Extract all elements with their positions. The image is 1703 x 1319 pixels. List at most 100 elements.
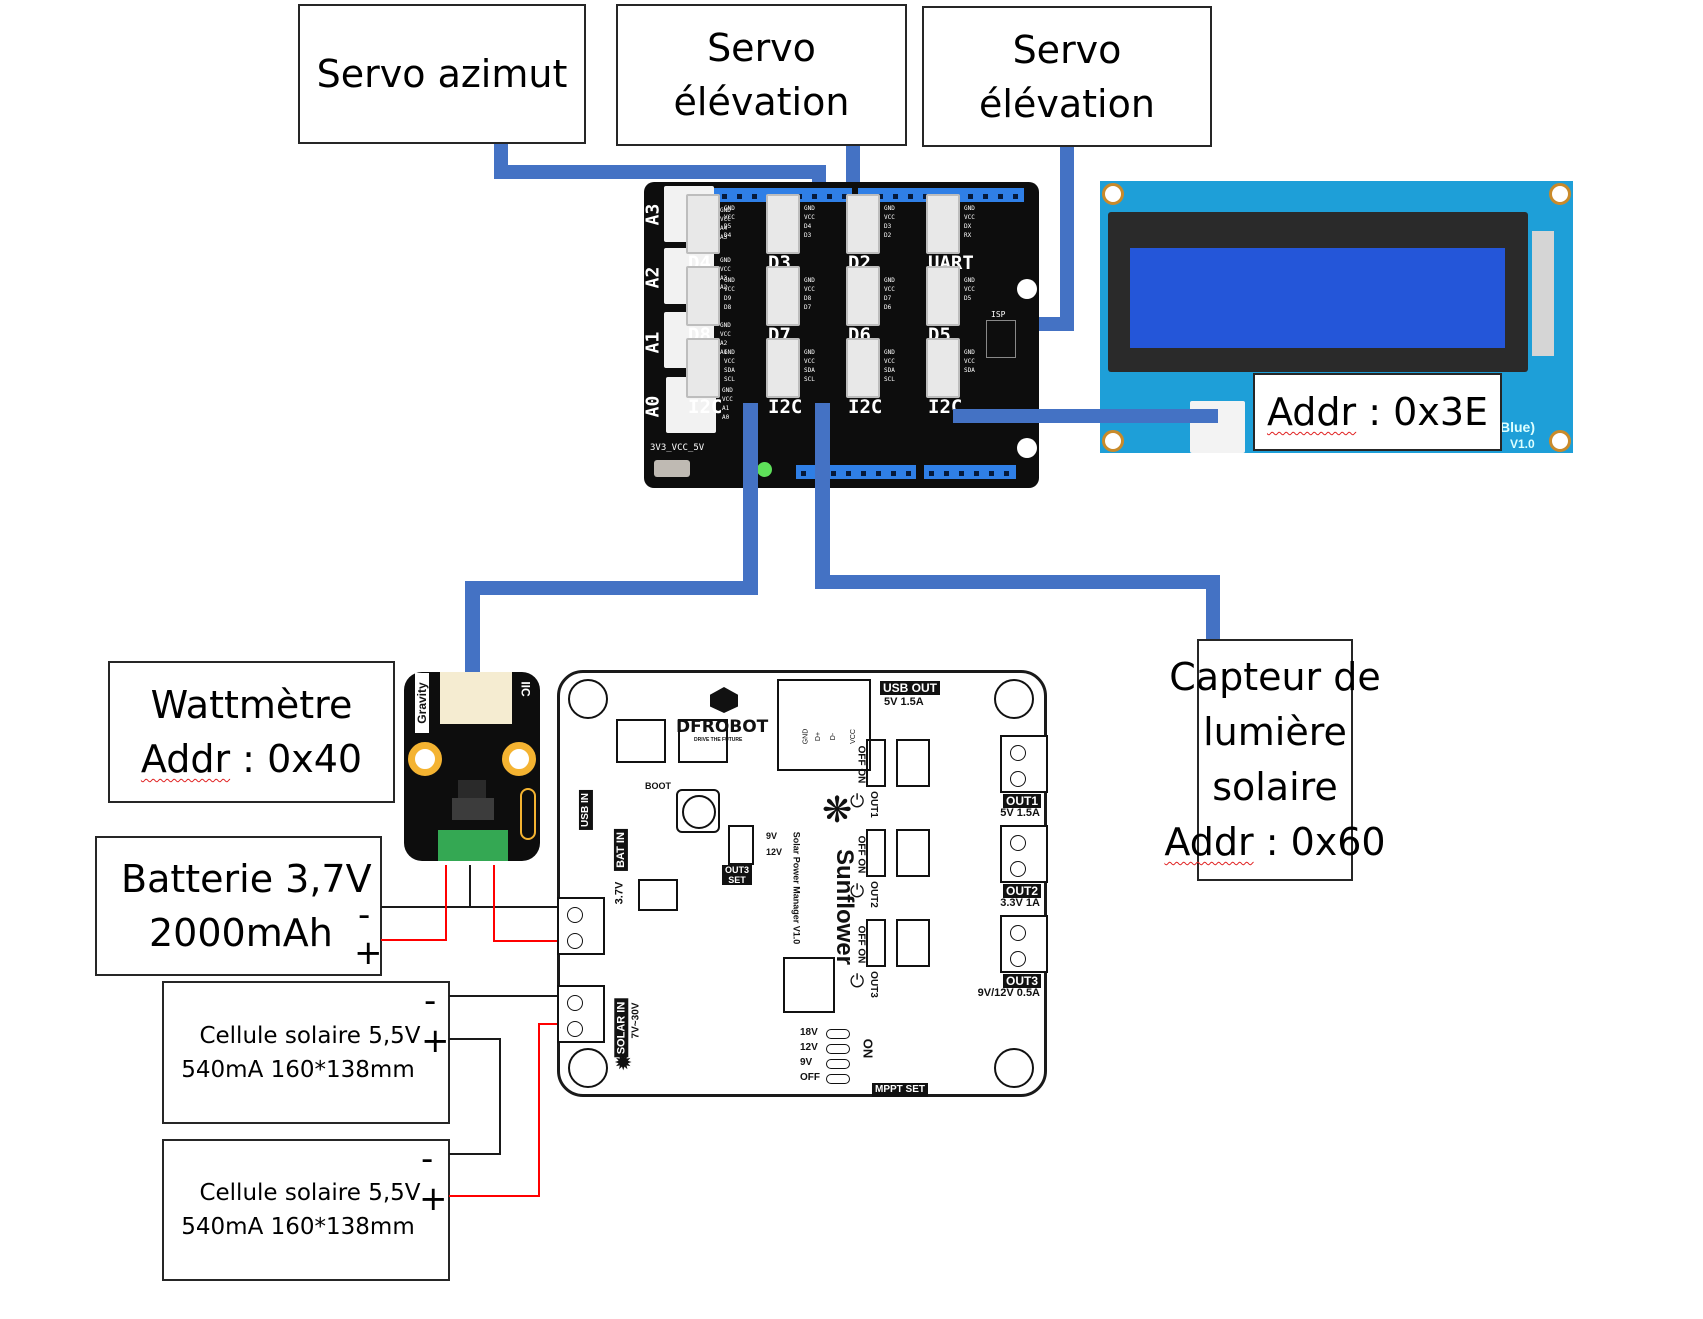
lcd-mount-hole (1102, 430, 1124, 452)
mppt-jumper-pad[interactable] (826, 1029, 850, 1039)
solar-in-label: SOLAR IN (614, 998, 629, 1058)
light-sensor-box: Capteur de lumière solaire Addr : 0x60 (1164, 639, 1386, 881)
mppt-set-label: MPPT SET (872, 1083, 929, 1097)
grove-port-d5-7 (926, 266, 960, 326)
bat-spec: 3.7V (613, 881, 626, 905)
output-header-2 (896, 829, 930, 877)
sun-icon: ✹ (614, 1051, 633, 1076)
solar-series-wire (449, 1038, 501, 1155)
lcd-address-text: Addr : 0x3E (1266, 390, 1489, 434)
dfrobot-brand: DFROBOT (676, 717, 769, 737)
lcd-silk-2: V1.0 (1510, 437, 1535, 451)
usb-pin-label: D+ (815, 731, 823, 742)
output-spec-1: 5V 1.5A (1000, 807, 1040, 819)
board-mount-hole (994, 679, 1034, 719)
solar-terminal[interactable] (557, 985, 605, 1043)
output-terminal-3[interactable] (1000, 915, 1048, 973)
light-sensor-line2: lumière (1203, 710, 1347, 754)
solar-cell-1-box: Cellule solaire 5,5V 540mA 160*138mm (162, 981, 450, 1124)
grove-port-d6-6 (846, 266, 880, 326)
output-jumper-2[interactable] (866, 829, 886, 877)
out3-set-switch[interactable] (728, 825, 754, 865)
grove-port-uart-3 (926, 194, 960, 254)
solar-cell-1-line1: Cellule solaire 5,5V (199, 1022, 421, 1049)
capacitor (678, 719, 728, 763)
solar-cell-2-line1: Cellule solaire 5,5V (199, 1180, 421, 1206)
battery-plus: + (354, 933, 383, 973)
boot-label: BOOT (645, 781, 671, 791)
wattmeter-connector (440, 672, 512, 724)
board-mount-hole (568, 679, 608, 719)
mppt-jumper-pad[interactable] (826, 1074, 850, 1084)
solar-cell-1-plus: + (421, 1021, 450, 1061)
output-switch-label-2: OFF ON (855, 835, 867, 874)
lcd-bezel (1108, 212, 1528, 372)
wattmeter-terminal-block (438, 830, 508, 861)
grove-port-d3-1 (766, 194, 800, 254)
capacitor (616, 719, 666, 763)
output-silk-1: OUT1 (867, 791, 879, 818)
power-icon: ⏻ (850, 791, 865, 812)
mppt-jumper-pad[interactable] (826, 1059, 850, 1069)
solar-cell-2-plus: + (419, 1179, 448, 1219)
usb-in-label: USB IN (578, 790, 593, 830)
mppt-option-label: 18V (800, 1027, 818, 1038)
wattmeter-box: Wattmètre Addr : 0x40 (108, 661, 395, 803)
servo-elevation-1-box: Servo élévation (616, 4, 907, 146)
light-sensor-line3: solaire (1212, 765, 1338, 809)
output-jumper-3[interactable] (866, 919, 886, 967)
output-silk-3: OUT3 (867, 971, 879, 998)
usb-out-port[interactable] (777, 679, 871, 771)
grove-port-d2-2 (846, 194, 880, 254)
grove-port-d7-5 (766, 266, 800, 326)
lcd-address-box: Addr : 0x3E (1253, 373, 1502, 451)
light-sensor-line1: Capteur de (1169, 655, 1381, 699)
output-label-1: OUT1 (1003, 794, 1042, 808)
capacitor (783, 957, 835, 1013)
usb-out-spec: 5V 1.5A (884, 696, 924, 708)
output-label-2: OUT2 (1003, 884, 1042, 898)
battery-positive-wire (381, 865, 447, 941)
solar-cell-2-minus: - (421, 1139, 434, 1179)
power-switch[interactable] (654, 460, 690, 477)
grove-port-d8-4 (686, 266, 720, 326)
solar-cell-2-line2: 540mA 160*138mm (181, 1214, 415, 1240)
lcd-i2c-wire (953, 409, 1218, 423)
mppt-option-label: 9V (800, 1057, 813, 1068)
out3-set-label: OUT3 SET (722, 865, 752, 885)
output-header-3 (896, 919, 930, 967)
output-terminal-2[interactable] (1000, 825, 1048, 883)
output-silk-2: OUT2 (867, 881, 879, 908)
lcd-mount-hole (1549, 183, 1571, 205)
port-label: I2C (688, 396, 723, 418)
servo-elevation-1-line1: Servo (707, 26, 816, 70)
mppt-jumper-pad[interactable] (826, 1044, 850, 1054)
mppt-option-label: OFF (800, 1072, 820, 1083)
isp-header (986, 320, 1016, 358)
servo-elevation-2-box: Servo élévation (922, 6, 1212, 147)
out3-opt-9v: 9V (766, 831, 778, 841)
output-jumper-1[interactable] (866, 739, 886, 787)
output-terminal-1[interactable] (1000, 735, 1048, 793)
lcd-silk-1: Blue) (1500, 419, 1535, 435)
bat-in-label: BAT IN (613, 829, 628, 871)
battery-terminal[interactable] (557, 897, 605, 955)
servo-elevation-2-line1: Servo (1012, 27, 1122, 72)
mppt-on-label: ON (860, 1038, 876, 1059)
lcd-mount-hole (1549, 430, 1571, 452)
switch-label: 3V3_VCC_5V (650, 443, 705, 453)
light-sensor-address: Addr : 0x60 (1164, 820, 1386, 864)
grove-port-i2c-9 (766, 338, 800, 398)
sunflower-logo-icon: ❋ (822, 790, 853, 831)
servo-azimut-box: Servo azimut (298, 4, 586, 144)
